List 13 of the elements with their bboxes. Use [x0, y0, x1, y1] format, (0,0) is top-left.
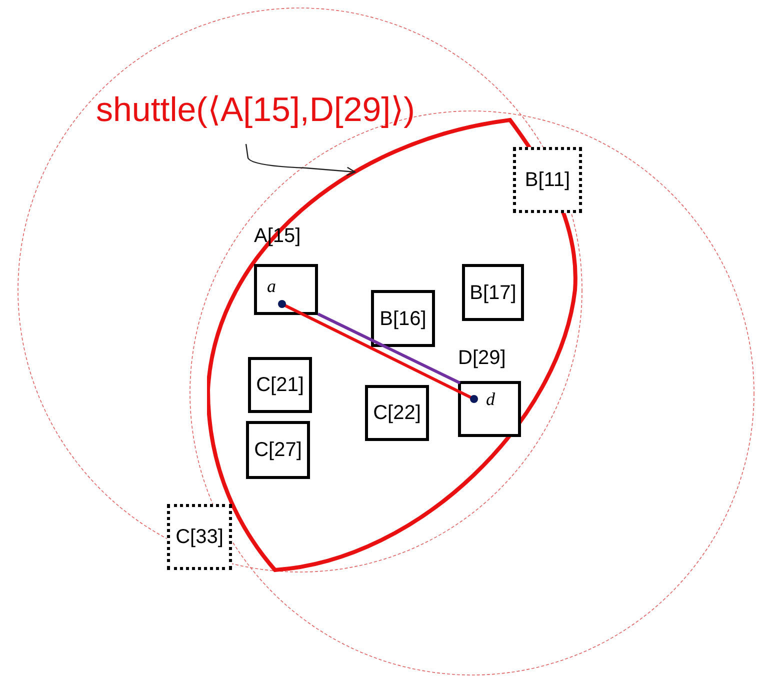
region-box: C[22] — [365, 385, 429, 441]
arrow — [245, 144, 356, 176]
region-box: B[16] — [371, 290, 435, 347]
point-label: d — [486, 390, 495, 408]
region-box: C[21] — [248, 357, 312, 413]
function-label: shuttle(⟨A[15],D[29]⟩) — [96, 84, 446, 136]
region-box: B[11] — [513, 147, 582, 213]
point-label: a — [267, 277, 276, 295]
region-box: C[33] — [167, 504, 232, 570]
box-heading: D[29] — [458, 348, 506, 368]
region-box: C[27] — [246, 421, 310, 479]
region-box: B[17] — [462, 264, 524, 321]
connector-line — [317, 312, 461, 384]
